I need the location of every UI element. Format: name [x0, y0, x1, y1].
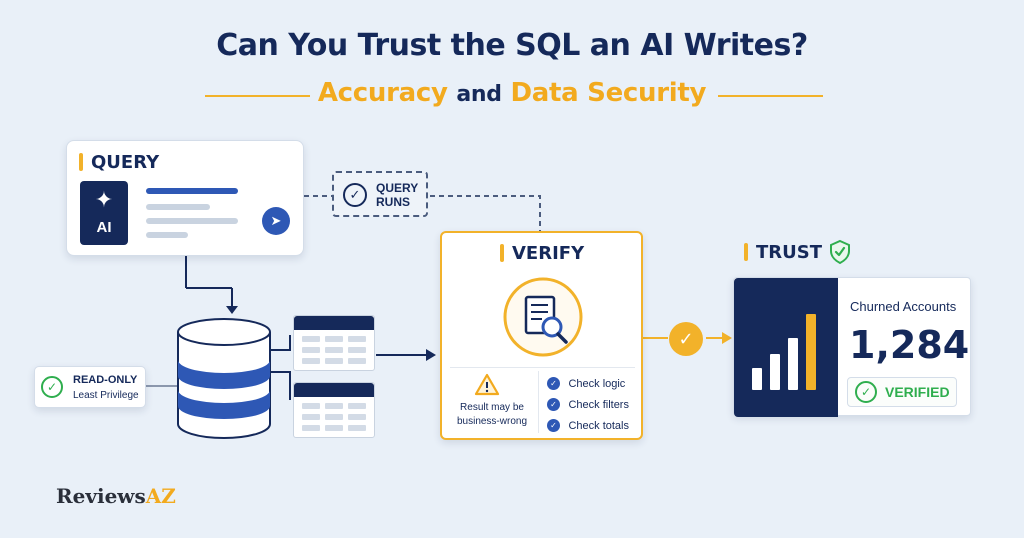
query-heading-accent [79, 153, 83, 171]
page-title: Can You Trust the SQL an AI Writes? [216, 28, 808, 63]
checklist-item: ✓ Check filters [547, 396, 629, 417]
check-logic-label: Check logic [568, 377, 626, 390]
checklist: ✓ Check logic ✓ Check filters ✓ Check to… [547, 375, 629, 438]
read-only-badge: ✓ READ-ONLY Least Privilege [34, 366, 146, 408]
trust-card: Churned Accounts 1,284 ✓ VERIFIED [733, 277, 971, 417]
trust-heading: TRUST [744, 242, 822, 263]
send-query-button[interactable]: ➤ [262, 207, 290, 235]
subtitle-data-security: Data Security [510, 78, 707, 108]
connector-query-runs-to-verify [430, 195, 541, 231]
trust-heading-accent [744, 243, 748, 261]
check-totals-label: Check totals [568, 419, 629, 432]
subtitle-accuracy: Accuracy [317, 78, 448, 108]
sparkle-icon: ✦ [94, 187, 114, 212]
arrow-to-verify [426, 349, 436, 361]
brand-logo: ReviewsAZ [56, 484, 176, 508]
shield-check-icon [830, 239, 850, 265]
subtitle-divider-right [718, 95, 823, 97]
chevron-right-icon: ➤ [270, 213, 282, 228]
check-circle-green-icon: ✓ [855, 381, 877, 403]
query-heading: QUERY [79, 152, 159, 173]
query-heading-text: QUERY [91, 152, 160, 173]
query-runs-label: QUERY RUNS [376, 181, 418, 209]
check-circle-green-icon: ✓ [41, 376, 63, 398]
arrow-to-db [226, 306, 238, 314]
ai-label: AI [96, 219, 112, 236]
subtitle-and: and [456, 82, 502, 107]
check-icon: ✓ [547, 398, 560, 412]
arrow-to-trust [722, 332, 732, 344]
result-table-top [293, 315, 375, 371]
subtitle: Accuracy and Data Security [0, 78, 1024, 108]
verified-badge: ✓ VERIFIED [847, 377, 957, 407]
check-filters-label: Check filters [568, 398, 629, 411]
churned-accounts-label: Churned Accounts [850, 299, 957, 314]
subtitle-row: Accuracy and Data Security [0, 78, 1024, 114]
verified-label: VERIFIED [885, 384, 950, 400]
checklist-item: ✓ Check logic [547, 375, 629, 396]
brand-name-part-2: AZ [145, 484, 176, 508]
warning-line-2: business-wrong [456, 416, 528, 427]
verify-card: VERIFY Result may be business-wrong ✓ Ch… [440, 231, 643, 440]
brand-name-part-1: Reviews [56, 484, 146, 508]
verify-heading-accent [500, 244, 504, 262]
ai-badge: ✦ AI [80, 181, 128, 245]
document-search-icon [503, 277, 583, 357]
query-text-line-1 [146, 188, 238, 194]
verified-step-check-icon: ✓ [669, 322, 703, 356]
bar-chart-icon [752, 314, 816, 390]
warning-text: Result may be business-wrong [446, 401, 538, 429]
subtitle-divider-left [205, 95, 310, 97]
trust-heading-text: TRUST [756, 242, 822, 263]
database-icon [177, 318, 271, 439]
query-runs-box: ✓ QUERY RUNS [332, 171, 428, 217]
trust-chart-panel [734, 278, 838, 417]
query-text-line-4 [146, 232, 188, 238]
query-text-line-2 [146, 204, 210, 210]
connector-db-table-top [268, 335, 291, 351]
connector-db-table-bottom [268, 371, 291, 400]
read-only-label: READ-ONLY [73, 374, 138, 386]
query-runs-line-1: QUERY [376, 181, 419, 195]
check-icon: ✓ [547, 377, 560, 391]
checklist-item: ✓ Check totals [547, 417, 629, 438]
warning-icon [474, 373, 500, 396]
check-icon: ✓ [547, 419, 560, 433]
check-circle-icon: ✓ [343, 183, 367, 207]
verify-heading: VERIFY [500, 243, 584, 264]
least-privilege-label: Least Privilege [73, 390, 139, 401]
query-runs-line-2: RUNS [376, 195, 411, 209]
result-table-bottom [293, 382, 375, 438]
query-text-line-3 [146, 218, 238, 224]
verify-heading-text: VERIFY [512, 243, 585, 264]
churned-accounts-value: 1,284 [849, 323, 970, 367]
warning-line-1: Result may be [460, 402, 524, 413]
